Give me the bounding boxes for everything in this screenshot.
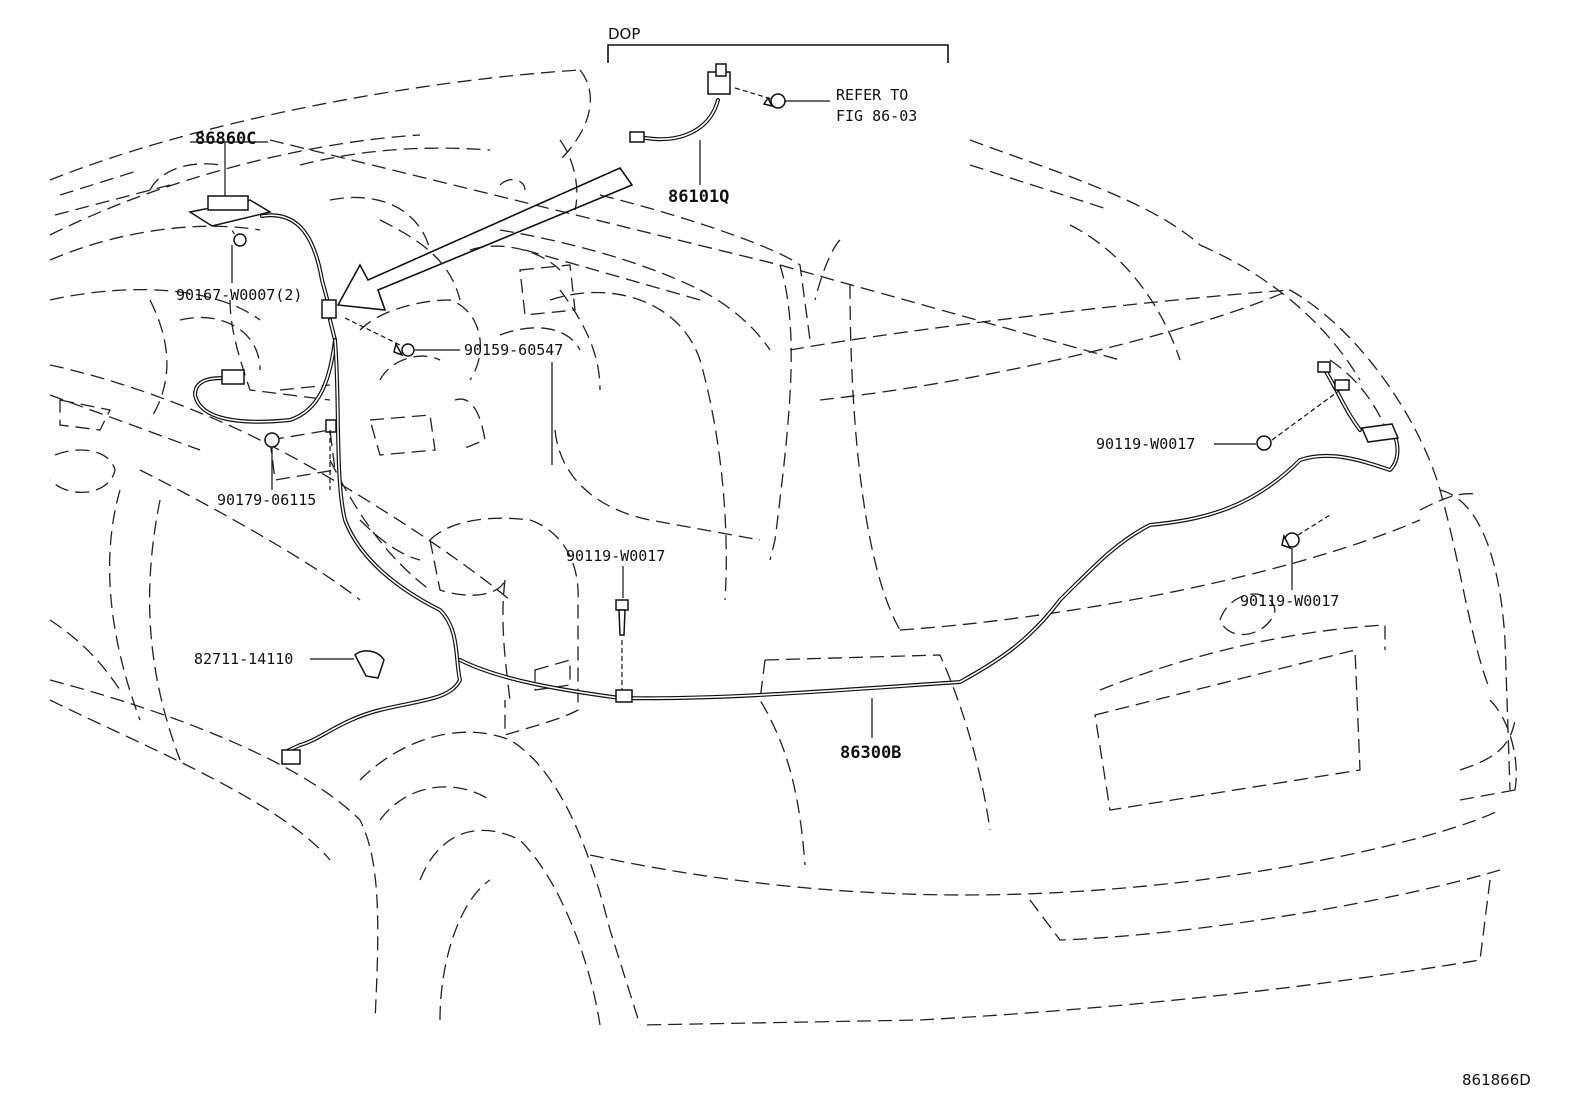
part-90119-center-label[interactable]: 90119-W0017 [566, 547, 666, 565]
module-86860c [188, 141, 272, 283]
part-82711-label[interactable]: 82711-14110 [194, 650, 294, 668]
refer-to-label: REFER TO [836, 86, 909, 104]
part-90159-label[interactable]: 90159-60547 [464, 341, 564, 359]
fig-ref-label[interactable]: FIG 86-03 [836, 107, 918, 125]
callout-arrow [336, 167, 634, 311]
part-86300b-label[interactable]: 86300B [840, 743, 902, 763]
vehicle-outline [49, 69, 1517, 1026]
fasteners [264, 317, 1341, 738]
part-90119-right-upper-label[interactable]: 90119-W0017 [1096, 435, 1196, 453]
part-90167-label[interactable]: 90167-W0007(2) [176, 286, 303, 304]
part-90119-right-lower-label[interactable]: 90119-W0017 [1240, 592, 1340, 610]
dop-label: DOP [608, 25, 641, 43]
part-86860c-label[interactable]: 86860C [195, 129, 257, 149]
wire-harness-86300b [193, 213, 1400, 765]
diagram-id-label: 861866D [1462, 1071, 1531, 1089]
part-90179-label[interactable]: 90179-06115 [217, 491, 317, 509]
antenna-cable-86101q [629, 63, 830, 185]
dop-bracket [607, 44, 949, 63]
part-86101q-label[interactable]: 86101Q [668, 187, 730, 207]
